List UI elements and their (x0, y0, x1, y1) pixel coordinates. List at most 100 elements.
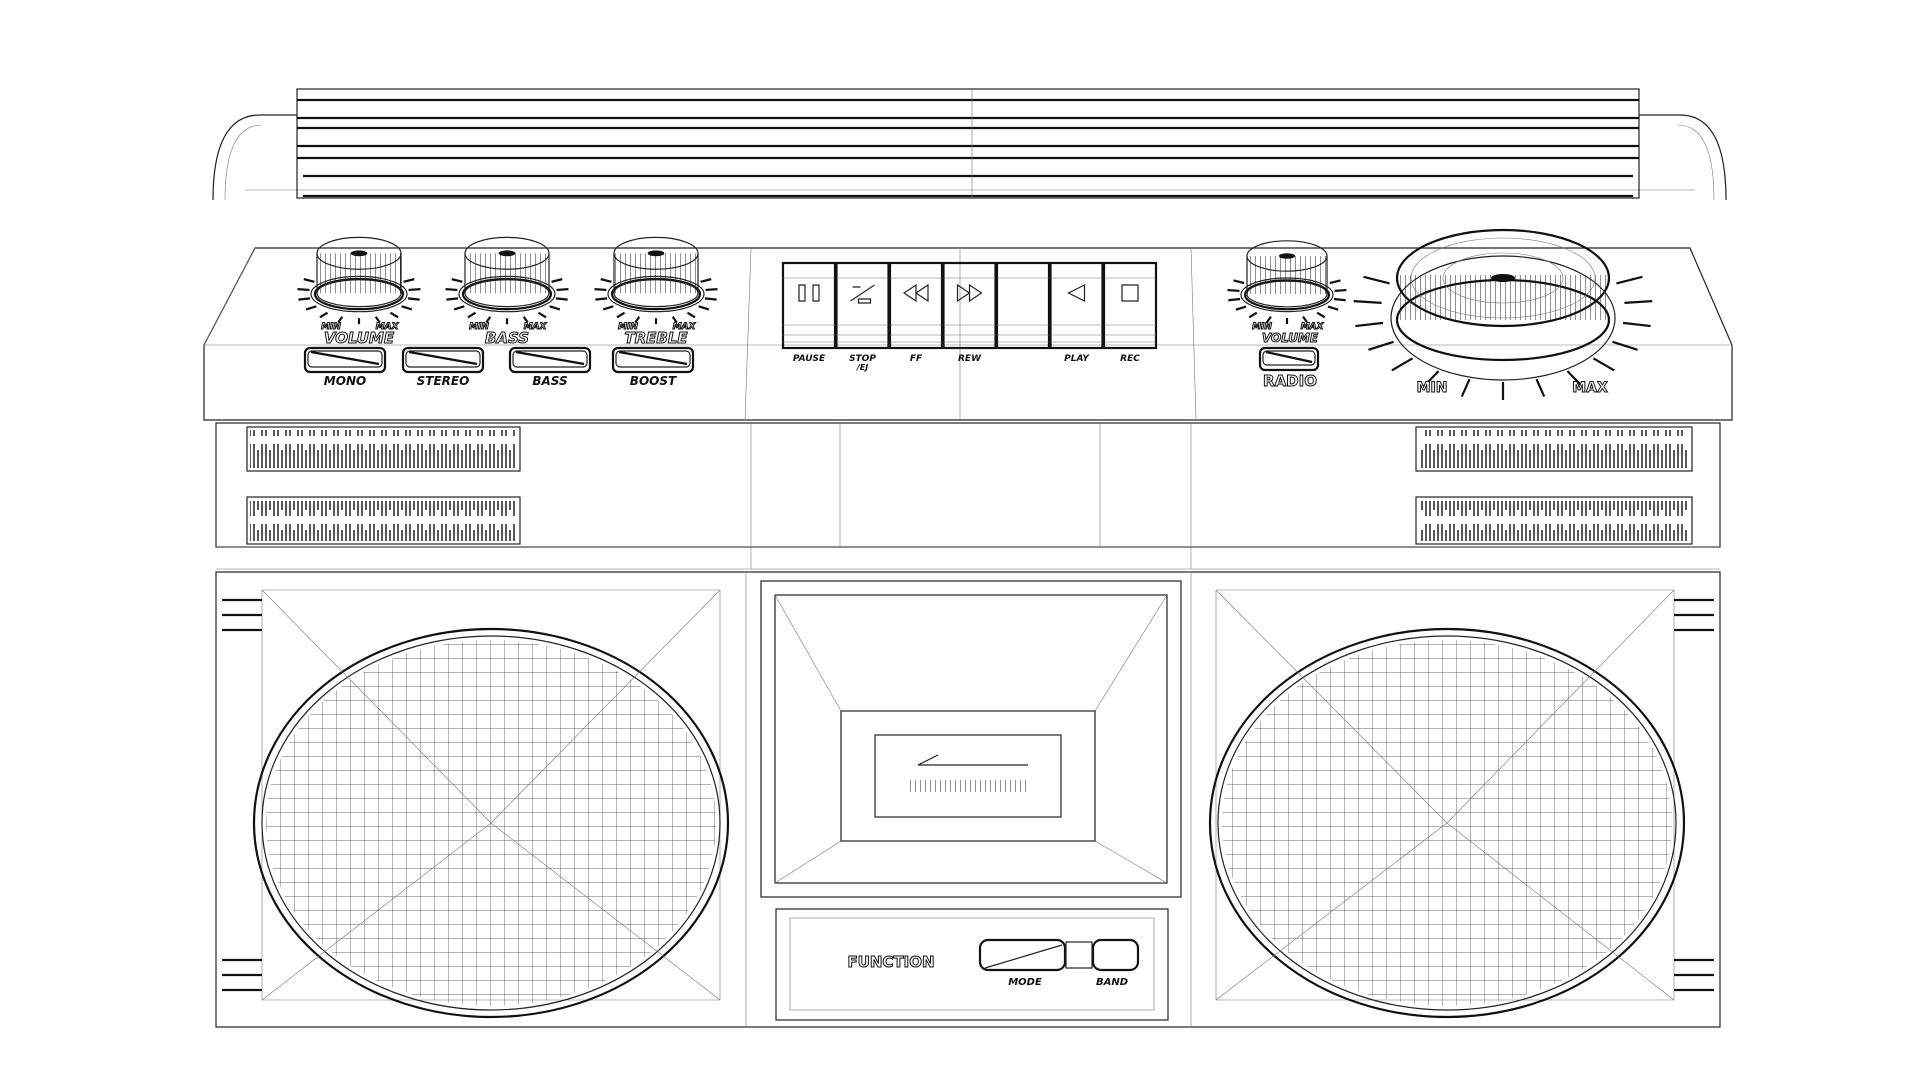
knob-min-label: MIN (1252, 322, 1272, 332)
tick-mark (1422, 370, 1440, 388)
left-speaker (252, 589, 730, 1019)
tape-button-label: PAUSE (793, 354, 826, 364)
tick-mark (555, 297, 568, 301)
tick-mark (600, 278, 612, 283)
tape-button-blank[interactable] (995, 261, 1051, 350)
tick-mark (1355, 321, 1384, 328)
tick-mark (1266, 315, 1272, 323)
right-vent-grille (1415, 426, 1693, 545)
button-label: MONO (324, 374, 366, 388)
tick-mark (1612, 340, 1638, 351)
eject-icon (850, 284, 875, 304)
band-switch[interactable]: BAND (1065, 938, 1140, 988)
tick-mark (1622, 321, 1651, 328)
tick-mark (522, 316, 529, 324)
button-label: STEREO (417, 374, 470, 388)
tick-mark (446, 297, 459, 301)
tick-mark (1334, 288, 1347, 292)
tick-mark (389, 311, 399, 319)
knob-min-label: MIN (321, 322, 341, 332)
tick-mark (407, 297, 420, 301)
rewind-icon (902, 283, 929, 303)
pause-icon (798, 284, 820, 302)
tick-mark (1566, 370, 1584, 388)
tape-button-sublabel: /EJ (856, 363, 868, 372)
tape-button-rew[interactable] (942, 261, 997, 350)
tape-button-ff[interactable] (888, 261, 944, 350)
tick-mark (698, 305, 710, 311)
mode-switch[interactable]: MODE (978, 938, 1067, 988)
tick-mark (1368, 340, 1394, 351)
tick-mark (671, 316, 678, 324)
button-bass[interactable] (508, 346, 592, 374)
knob-treble[interactable] (594, 236, 718, 325)
tick-mark (1353, 300, 1382, 305)
knob-min-label: MIN (618, 322, 638, 332)
button-stereo[interactable] (401, 346, 485, 374)
cassette-door[interactable] (760, 580, 1182, 898)
button-boost[interactable] (611, 346, 695, 374)
tick-mark (337, 316, 344, 324)
tape-button-stop[interactable] (835, 261, 890, 350)
tape-button-rec[interactable] (1102, 261, 1158, 350)
tick-mark (551, 278, 563, 283)
tick-mark (1235, 305, 1247, 311)
tick-mark (305, 305, 317, 311)
tick-mark (1329, 279, 1341, 285)
tick-mark (1624, 300, 1653, 305)
function-label: FUNCTION (847, 953, 934, 971)
arrow-icon (917, 754, 1028, 766)
tick-mark (700, 278, 712, 283)
tick-mark (401, 305, 413, 311)
tape-button-label: REW (958, 354, 982, 364)
button-label: BASS (532, 374, 567, 388)
tick-mark (705, 288, 718, 292)
tape-button-label: REC (1120, 354, 1140, 364)
play-icon (1067, 284, 1086, 302)
svg-text:BAND: BAND (1096, 977, 1128, 988)
knob-label: VOLUME (1262, 331, 1319, 345)
record-icon (1121, 284, 1139, 302)
knob-volume[interactable] (297, 236, 421, 325)
tick-mark (1316, 311, 1326, 319)
button-mono[interactable] (303, 346, 387, 374)
tick-mark (1302, 315, 1308, 323)
tick-mark (453, 305, 465, 311)
knob-min-label: MIN (469, 322, 489, 332)
tick-mark (445, 288, 458, 292)
tick-mark (1616, 275, 1643, 285)
knob-radio-volume[interactable] (1227, 240, 1347, 324)
tick-mark (537, 311, 547, 319)
handle[interactable] (212, 88, 1727, 201)
knob-bass[interactable] (445, 236, 569, 325)
tick-mark (634, 316, 641, 324)
tick-mark (485, 316, 492, 324)
tape-button-label: PLAY (1064, 354, 1090, 364)
tick-mark (1327, 305, 1339, 311)
tick-mark (303, 278, 315, 283)
tuning-dial[interactable] (1353, 228, 1653, 400)
tuning-max-label: MAX (1572, 380, 1608, 396)
tape-button-pause[interactable] (781, 261, 837, 350)
tick-mark (602, 305, 614, 311)
left-vent-grille (246, 426, 521, 545)
tick-mark (1248, 311, 1258, 319)
tick-mark (1391, 357, 1414, 372)
tape-button-play[interactable] (1049, 261, 1104, 350)
tick-mark (1233, 279, 1245, 285)
tick-mark (594, 288, 607, 292)
knob-max-label: MAX (376, 322, 400, 332)
tick-mark (374, 316, 381, 324)
knob-label: VOLUME (324, 329, 395, 347)
cassette-window (840, 710, 1096, 842)
tick-mark (1535, 378, 1546, 397)
lower-body (215, 571, 1721, 1028)
right-speaker (1208, 589, 1686, 1019)
svg-text:MODE: MODE (1008, 977, 1042, 988)
radio-button[interactable] (1258, 346, 1320, 372)
radio-label: RADIO (1263, 372, 1317, 390)
tick-mark (403, 278, 415, 283)
tick-mark (298, 297, 311, 301)
